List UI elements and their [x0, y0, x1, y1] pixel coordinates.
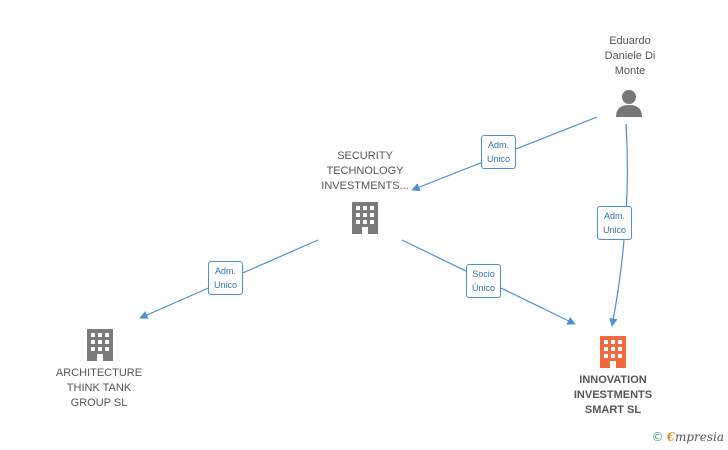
edge-label-line-1: Adm.: [604, 211, 626, 221]
copyright-symbol: ©: [651, 430, 664, 444]
edge-label-line-1: Adm.: [488, 140, 510, 150]
node-label-security[interactable]: SECURITY TECHNOLOGY INVESTMENTS...: [302, 149, 428, 194]
innovation-name-line-3: SMART SL: [584, 404, 642, 416]
edge-label-person-to-security[interactable]: Adm. Unico: [481, 135, 517, 169]
edge-label-line-1: Adm.: [215, 266, 237, 276]
edge-label-line-2: Único: [472, 283, 496, 293]
person-icon[interactable]: [616, 90, 642, 117]
person-name-line-2: Daniele Di: [604, 50, 656, 62]
logo-text: mpresia: [674, 430, 724, 444]
architecture-name-line-1: ARCHITECTURE: [55, 367, 143, 379]
innovation-name-line-2: INVESTMENTS: [573, 389, 653, 401]
edge-label-security-to-architecture[interactable]: Adm. Unico: [208, 261, 244, 295]
security-name-line-1: SECURITY: [337, 150, 393, 162]
building-icon-innovation[interactable]: [600, 336, 626, 368]
node-label-innovation[interactable]: INNOVATION INVESTMENTS SMART SL: [553, 373, 673, 418]
innovation-name-line-1: INNOVATION: [579, 374, 647, 386]
building-icon-security[interactable]: [352, 202, 378, 234]
empresia-logo: ©€mpresia: [652, 430, 724, 444]
architecture-name-line-3: GROUP SL: [70, 397, 128, 409]
node-label-person[interactable]: Eduardo Daniele Di Monte: [580, 34, 680, 79]
edge-label-security-to-innovation[interactable]: Socio Único: [466, 264, 502, 298]
logo-initial: €: [666, 430, 675, 444]
person-name-line-1: Eduardo: [609, 35, 651, 47]
edge-label-person-to-innovation[interactable]: Adm. Unico: [597, 206, 633, 240]
security-name-line-3: INVESTMENTS...: [321, 180, 409, 192]
architecture-name-line-2: THINK TANK: [66, 382, 132, 394]
edge-label-line-2: Unico: [487, 154, 511, 164]
building-icon-architecture[interactable]: [87, 329, 113, 361]
security-name-line-2: TECHNOLOGY: [326, 165, 404, 177]
edge-label-line-2: Unico: [214, 280, 238, 290]
edge-label-line-2: Unico: [603, 225, 627, 235]
node-label-architecture[interactable]: ARCHITECTURE THINK TANK GROUP SL: [38, 366, 160, 411]
person-name-line-3: Monte: [614, 65, 646, 77]
edge-label-line-1: Socio: [472, 269, 495, 279]
